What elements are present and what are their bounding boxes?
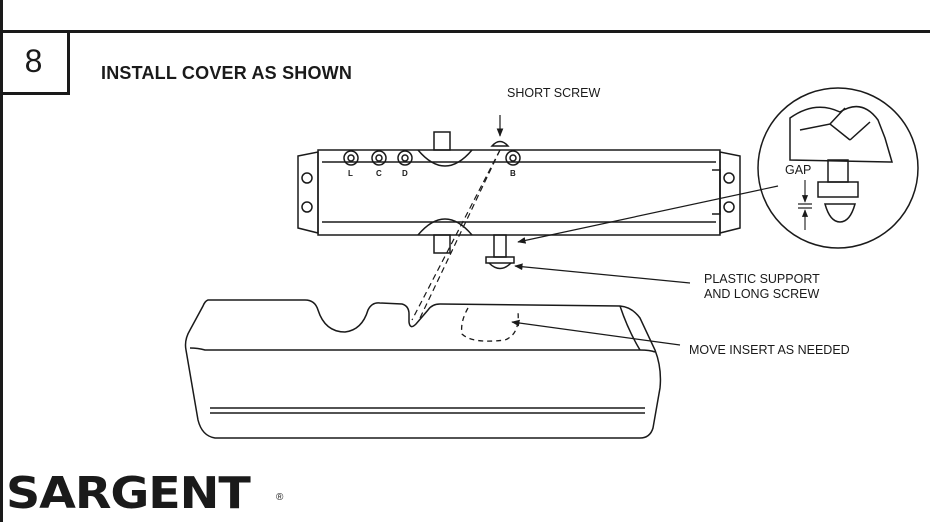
cover [184,299,662,439]
label-short-screw: SHORT SCREW [507,86,601,100]
plastic-support-long-screw [485,234,515,270]
detail-leader-arrow [517,185,779,244]
valve-letter-d: D [402,169,408,178]
sargent-logo: SARGENT [6,468,251,519]
label-plastic-support-line2: AND LONG SCREW [704,287,820,301]
cover-insert-dashed [460,307,519,342]
plastic-support-arrow [514,263,691,284]
label-move-insert: MOVE INSERT AS NEEDED [689,343,850,357]
move-insert-arrow [511,319,681,346]
alignment-dashed-lines [411,149,501,321]
frame-top-rule [0,30,930,33]
registered-mark: ® [276,492,284,503]
label-gap: GAP [785,163,812,177]
valve-letter-l: L [348,169,353,178]
valve-letter-c: C [376,169,382,178]
step-title: INSTALL COVER AS SHOWN [101,63,353,83]
label-plastic-support-line1: PLASTIC SUPPORT [704,272,820,286]
step-number-box: 8 [0,30,70,95]
door-closer-body [297,131,741,254]
step-number: 8 [24,43,43,79]
short-screw [490,140,510,147]
frame-left-rule [0,0,3,522]
gap-detail-circle [757,87,919,249]
valve-screws [343,150,521,166]
label-plastic-support: PLASTIC SUPPORT AND LONG SCREW [704,272,820,302]
valve-letter-b: B [510,169,516,178]
